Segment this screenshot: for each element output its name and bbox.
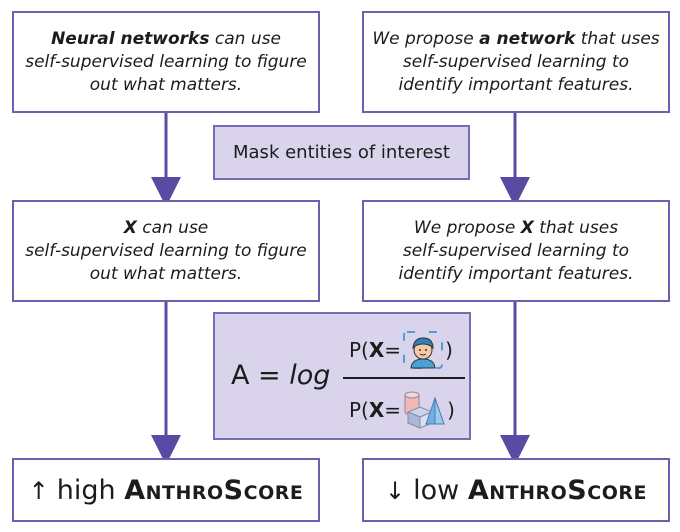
top-left-line2: self-supervised learning to figure [25, 51, 307, 72]
box-x-can-use: X can use self-supervised learning to fi… [12, 200, 320, 302]
top-right-line3: identify important features. [398, 74, 634, 95]
den-p: P( [349, 398, 369, 422]
up-arrow-icon: ↑ [28, 476, 49, 505]
den-close: ) [447, 398, 455, 422]
den-x: X [368, 398, 385, 422]
box-we-propose-x: We propose X that uses self-supervised l… [362, 200, 670, 302]
mid-left-line1: can use [136, 217, 209, 238]
mid-left-line2: self-supervised learning to figure [25, 240, 307, 261]
neural-networks-bold: Neural networks [51, 28, 210, 49]
formula-denominator: P(X = ) [349, 390, 455, 430]
formula-a: A = [231, 360, 290, 391]
mask-entities-box: Mask entities of interest [213, 125, 470, 180]
formula-lhs: A = log [231, 360, 330, 391]
num-eq: = [384, 338, 402, 362]
mid-right-post: that uses [533, 217, 619, 238]
result-high-word: high [56, 474, 116, 506]
mask-label: Mask entities of interest [233, 142, 450, 163]
mid-right-line3: identify important features. [398, 263, 634, 284]
objects-icon [404, 391, 445, 429]
box-we-propose-network: We propose a network that uses self-supe… [362, 11, 670, 113]
mid-left-line3: out what matters. [89, 263, 243, 284]
anthroscore-left: AnthroScore [124, 474, 304, 506]
formula-box: A = log P(X = ) P(X = ) [213, 312, 471, 440]
x-bold-right: X [520, 217, 534, 238]
box-neural-networks: Neural networks can use self-supervised … [12, 11, 320, 113]
top-right-pre: We propose [372, 28, 480, 49]
anthroscore-right: AnthroScore [467, 474, 647, 506]
top-left-line3: out what matters. [89, 74, 243, 95]
result-low-box: ↓low AnthroScore [362, 458, 670, 522]
x-bold-left: X [123, 217, 137, 238]
num-x: X [368, 338, 385, 362]
result-low-word: low [413, 474, 460, 506]
formula-numerator: P(X = ) [349, 330, 453, 370]
den-eq: = [384, 398, 402, 422]
top-right-post: that uses [575, 28, 660, 49]
top-right-line2: self-supervised learning to [402, 51, 630, 72]
fraction-bar [343, 377, 465, 379]
top-left-line1: can use [209, 28, 281, 49]
mid-right-pre: We propose [413, 217, 521, 238]
down-arrow-icon: ↓ [385, 476, 406, 505]
result-high-box: ↑high AnthroScore [12, 458, 320, 522]
formula-log: log [289, 360, 331, 391]
num-p: P( [349, 338, 369, 362]
num-close: ) [445, 338, 453, 362]
mid-right-line2: self-supervised learning to [402, 240, 630, 261]
person-icon [403, 331, 444, 369]
a-network-bold: a network [479, 28, 576, 49]
